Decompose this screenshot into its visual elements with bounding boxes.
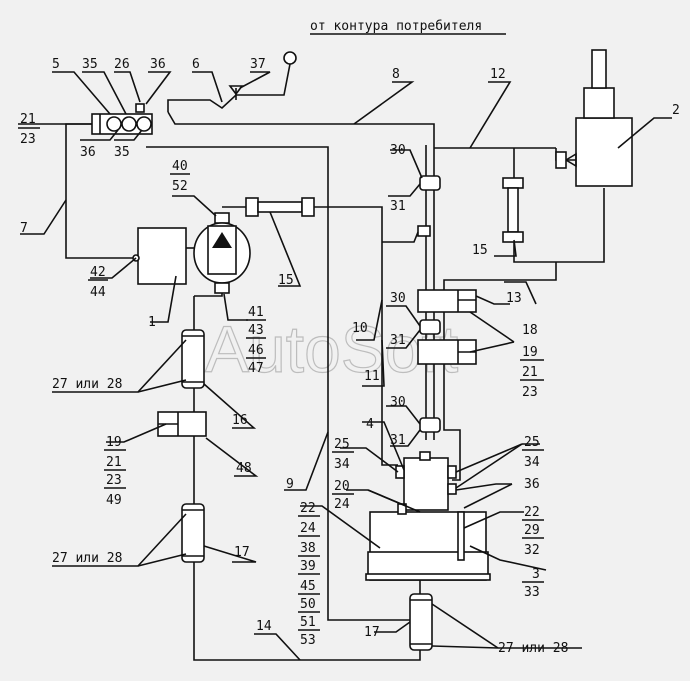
callout-32: 32 [524, 543, 540, 558]
callout-36-left: 36 [80, 145, 96, 160]
callout-35-bottom: 35 [114, 145, 130, 160]
callout-5: 5 [52, 57, 60, 72]
callout-33: 33 [524, 585, 540, 600]
callout-26: 26 [114, 57, 130, 72]
tank-3 [365, 503, 491, 581]
callout-17-left: 17 [234, 545, 250, 560]
callout-27-bottom: 27 или 28 [498, 641, 568, 656]
callout-39: 39 [300, 559, 316, 574]
valve-block-18 [417, 289, 477, 365]
callout-36-top: 36 [150, 57, 166, 72]
callout-43: 43 [248, 323, 264, 338]
callout-15-top: 15 [278, 273, 294, 288]
callout-9: 9 [286, 477, 294, 492]
callout-23-a: 23 [20, 132, 36, 147]
clamps-30-31 [417, 175, 441, 433]
callout-40: 40 [172, 159, 188, 174]
callout-48: 48 [236, 461, 252, 476]
hose-15-right [502, 177, 524, 243]
callout-52: 52 [172, 179, 188, 194]
label-underlines [18, 127, 544, 631]
callout-34-right: 34 [524, 455, 540, 470]
callout-8: 8 [392, 67, 400, 82]
callout-17-bottom: 17 [364, 625, 380, 640]
callout-45: 45 [300, 579, 316, 594]
callout-12: 12 [490, 67, 506, 82]
callout-51: 51 [300, 615, 316, 630]
callout-31-a: 31 [390, 199, 406, 214]
callout-50: 50 [300, 597, 316, 612]
valve-block [91, 103, 153, 135]
callout-49: 49 [106, 493, 122, 508]
callout-27-left-top: 27 или 28 [52, 377, 122, 392]
gauge-icon [283, 51, 297, 65]
callout-30-b: 30 [390, 291, 406, 306]
callout-6: 6 [192, 57, 200, 72]
device-2 [555, 49, 633, 187]
hose-17-bottom [409, 593, 433, 651]
callout-23-left: 23 [106, 473, 122, 488]
callout-31-c: 31 [390, 433, 406, 448]
callout-21-left: 21 [106, 455, 122, 470]
callout-21-right: 21 [522, 365, 538, 380]
callout-11: 11 [364, 369, 380, 384]
valve-37-icon [228, 85, 244, 96]
leader-lines [18, 33, 672, 661]
callout-19-right: 19 [522, 345, 538, 360]
hose-16 [181, 329, 205, 389]
callout-34-left: 34 [334, 457, 350, 472]
callout-24-left: 24 [300, 521, 316, 536]
callout-46: 46 [248, 343, 264, 358]
callout-30-c: 30 [390, 395, 406, 410]
callout-20: 20 [334, 479, 350, 494]
callout-22-right: 22 [524, 505, 540, 520]
callout-38: 38 [300, 541, 316, 556]
callout-29: 29 [524, 523, 540, 538]
callout-10: 10 [352, 321, 368, 336]
callout-35-top: 35 [82, 57, 98, 72]
hose-17-left [181, 503, 205, 563]
callout-4: 4 [366, 417, 374, 432]
callout-14: 14 [256, 619, 272, 634]
pipe-15-top [245, 197, 315, 217]
callout-21-a: 21 [20, 112, 36, 127]
callout-30-a: 30 [390, 143, 406, 158]
callout-15-right: 15 [472, 243, 488, 258]
callout-36-right: 36 [524, 477, 540, 492]
callout-27-left-bottom: 27 или 28 [52, 551, 122, 566]
callout-19-left: 19 [106, 435, 122, 450]
callout-31-b: 31 [390, 333, 406, 348]
callout-42: 42 [90, 265, 106, 280]
callout-13: 13 [506, 291, 522, 306]
callout-7: 7 [20, 221, 28, 236]
callout-22-left: 22 [300, 501, 316, 516]
pump-unit [193, 212, 251, 294]
callout-53: 53 [300, 633, 316, 648]
watermark: AutoSoft [205, 312, 458, 386]
unit-4 [395, 451, 457, 511]
callout-16: 16 [232, 413, 248, 428]
unit-1 [137, 227, 187, 285]
source-label: от контура потребителя [310, 19, 482, 34]
callout-25-right: 25 [524, 435, 540, 450]
callout-23-right: 23 [522, 385, 538, 400]
callout-25-left: 25 [334, 437, 350, 452]
callout-37: 37 [250, 57, 266, 72]
callout-44: 44 [90, 285, 106, 300]
callout-1: 1 [148, 315, 156, 330]
callout-3: 3 [532, 567, 540, 582]
callout-18: 18 [522, 323, 538, 338]
callout-24-center: 24 [334, 497, 350, 512]
callout-47: 47 [248, 361, 264, 376]
callout-2: 2 [672, 103, 680, 118]
callout-41: 41 [248, 305, 264, 320]
